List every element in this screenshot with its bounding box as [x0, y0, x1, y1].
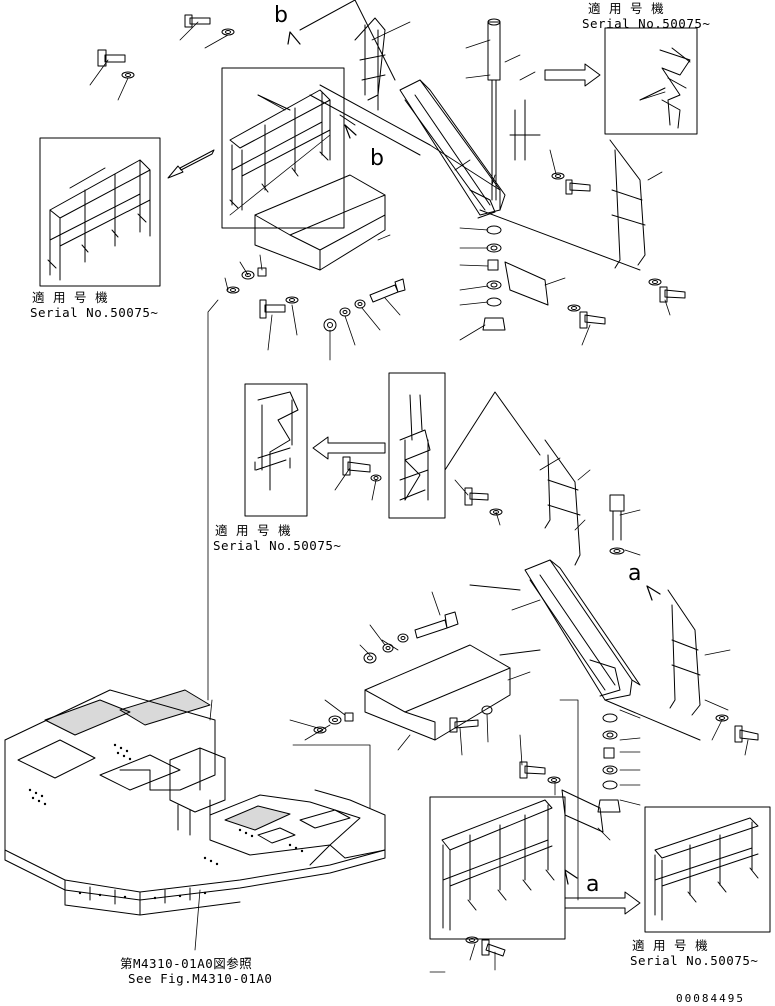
arrow-to-top-right: [544, 63, 601, 87]
stair-assembly-upper: [399, 79, 506, 219]
step-box-lower: [364, 644, 511, 741]
detail-box-top-left: [39, 137, 161, 287]
applicable-note-bottom-right-jp: 適 用 号 機: [632, 938, 709, 953]
callout-b-mid-arrow: [344, 124, 357, 139]
diagonal-guide-lines: [229, 134, 501, 216]
callout-a-bottom: a: [586, 872, 600, 897]
detail-railing-top-left: [47, 159, 151, 281]
bracket-upper: [504, 261, 549, 306]
detail-ladder-mid-center: [399, 394, 431, 501]
detail-box-mid-left: [244, 383, 308, 517]
applicable-note-bottom-right-serial: Serial No.50075~: [630, 953, 759, 968]
detail-ladder-mid-left: [254, 391, 299, 491]
reference-en: See Fig.M4310-01A0: [128, 971, 273, 986]
detail-box-bottom-right: [644, 806, 771, 933]
handrail-lower-right: [667, 589, 701, 716]
document-number: 00084495: [676, 992, 745, 1005]
leader-lines-lower: [289, 457, 749, 973]
detail-railing-bottom-right: [654, 817, 759, 921]
detail-railing-top-center: [229, 89, 356, 211]
hardware-stack-lower: [597, 713, 621, 813]
long-bolt-upper: [487, 18, 501, 201]
callout-b-top: b: [274, 3, 288, 28]
detail-box-mid-center: [388, 372, 446, 519]
applicable-note-top-left-serial: Serial No.50075~: [30, 305, 159, 320]
detail-ladder-top-right: [639, 47, 691, 129]
stair-frame-upper-lines: [299, 0, 641, 271]
handrail-upper-left: [354, 17, 386, 111]
hardware-stack-upper: [482, 225, 506, 331]
handrail-lower-left: [544, 439, 581, 566]
callout-a-bottom-arrow: [564, 869, 578, 885]
reference-jp: 第M4310-01A0図参照: [120, 956, 253, 971]
applicable-note-mid-jp: 適 用 号 機: [215, 523, 292, 538]
callout-b-top-arrow: [287, 31, 301, 45]
handrail-upper-right: [609, 139, 646, 269]
detail-railing-bottom-center: [441, 799, 555, 931]
connection-lines: [207, 299, 579, 901]
applicable-note-top-right-serial: Serial No.50075~: [582, 16, 711, 31]
long-bolt-lower: [609, 494, 625, 555]
arrow-to-mid-left: [312, 436, 386, 460]
detail-box-bottom-center: [429, 796, 566, 940]
stair-assembly-lower: [524, 559, 641, 701]
bolt-group-upper: [97, 14, 686, 332]
arrow-to-bottom-right: [564, 891, 641, 915]
bolt-group-lower: [313, 456, 759, 957]
detail-box-top-center: [221, 67, 345, 229]
callout-a-mid: a: [628, 561, 642, 586]
leader-lines-upper: [89, 21, 671, 361]
step-box-upper: [254, 174, 386, 271]
callout-a-mid-arrow: [646, 585, 661, 601]
applicable-note-top-left-jp: 適 用 号 機: [32, 290, 109, 305]
frame-vents: [28, 743, 304, 900]
machine-frame: [4, 689, 386, 951]
bracket-lower: [561, 789, 604, 833]
applicable-note-top-right-jp: 適 用 号 機: [588, 1, 665, 16]
applicable-note-mid-serial: Serial No.50075~: [213, 538, 342, 553]
detail-box-top-right: [604, 27, 698, 135]
arrow-to-top-left: [167, 149, 215, 179]
callout-b-mid: b: [370, 146, 384, 171]
stair-frame-lower-lines: [444, 391, 701, 741]
